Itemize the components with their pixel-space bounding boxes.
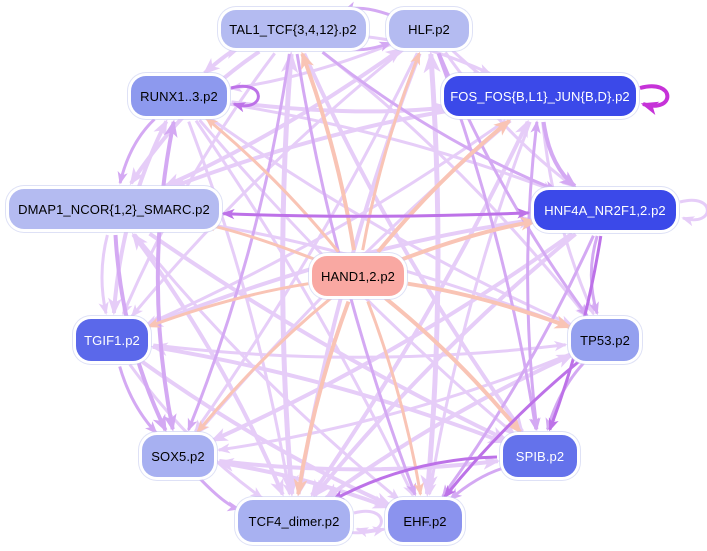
edge [444, 51, 575, 188]
node-label: DMAP1_NCOR{1,2}_SMARC.p2 [18, 201, 210, 217]
node-label: RUNX1..3.p2 [140, 88, 218, 104]
node-dmap1-ncor[interactable]: DMAP1_NCOR{1,2}_SMARC.p2 [9, 189, 219, 229]
node-tcf4-dimer[interactable]: TCF4_dimer.p2 [238, 500, 350, 542]
edge [204, 117, 340, 253]
edge [441, 235, 595, 498]
edge [117, 118, 156, 185]
node-fos-jun[interactable]: FOS_FOS{B,L1}_JUN{B,D}.p2 [444, 76, 636, 116]
edge [443, 359, 581, 499]
edge [331, 455, 498, 502]
edge [376, 119, 512, 254]
edge [541, 121, 577, 188]
edge [398, 216, 538, 263]
node-hnf4a[interactable]: HNF4A_NR2F1,2.p2 [534, 190, 676, 230]
edge [361, 51, 421, 251]
self-loop-edge [639, 84, 670, 115]
node-tal1-tcf[interactable]: TAL1_TCF{3,4,12}.p2 [220, 10, 366, 48]
node-ehf[interactable]: EHF.p2 [388, 500, 462, 542]
node-tp53[interactable]: TP53.p2 [571, 319, 639, 361]
node-label: TP53.p2 [580, 332, 630, 348]
node-label: TCF4_dimer.p2 [248, 513, 340, 529]
edge [451, 49, 483, 77]
edge [588, 235, 599, 316]
node-label: HAND1,2.p2 [321, 268, 395, 284]
edge [163, 47, 403, 188]
edge [526, 120, 541, 431]
node-label: TAL1_TCF{3,4,12}.p2 [229, 21, 357, 37]
edge [196, 297, 332, 434]
self-loop-edge [353, 509, 383, 538]
node-label: FOS_FOS{B,L1}_JUN{B,D}.p2 [450, 88, 630, 104]
node-label: HLF.p2 [408, 21, 450, 37]
node-runx1[interactable]: RUNX1..3.p2 [131, 76, 227, 116]
self-loop-edge [679, 198, 707, 227]
node-label: HNF4A_NR2F1,2.p2 [544, 202, 666, 218]
edge [384, 296, 522, 434]
node-label: EHF.p2 [403, 513, 447, 529]
edge [98, 234, 109, 315]
edge [344, 41, 393, 52]
node-label: SPIB.p2 [515, 448, 565, 464]
edge [293, 300, 351, 497]
node-spib[interactable]: SPIB.p2 [503, 435, 577, 477]
node-hlf[interactable]: HLF.p2 [389, 10, 469, 48]
self-loop-edge [230, 84, 260, 113]
edge [155, 119, 178, 432]
edge [221, 208, 531, 220]
node-hand12[interactable]: HAND1,2.p2 [312, 256, 404, 296]
edge [300, 51, 356, 251]
edge [146, 282, 309, 328]
edge [321, 51, 558, 192]
edge [118, 366, 158, 435]
node-label: SOX5.p2 [151, 448, 205, 464]
edge [366, 300, 424, 496]
edge [343, 1, 392, 17]
node-tgif1[interactable]: TGIF1.p2 [76, 319, 148, 361]
node-sox5[interactable]: SOX5.p2 [142, 435, 214, 477]
edge [407, 281, 573, 329]
edge [231, 100, 450, 116]
node-label: TGIF1.p2 [84, 332, 140, 348]
edge [199, 477, 241, 512]
edge [187, 53, 291, 432]
